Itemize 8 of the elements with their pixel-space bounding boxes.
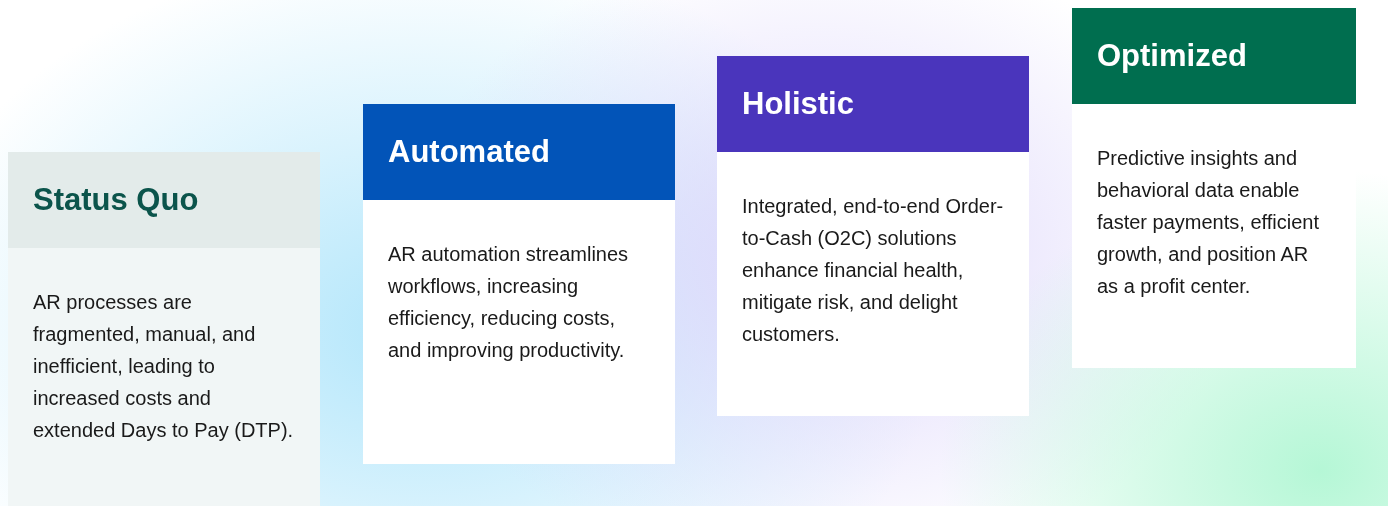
card-description: AR automation streamlines workflows, increasing efficiency, reducing costs, and improving productivity. [363, 200, 675, 464]
card-heading: Optimized [1072, 8, 1356, 104]
card-description: Integrated, end-to-end Order-to-Cash (O2C) solutions enhance financial health, mitigate risk, and delight customers. [717, 152, 1029, 416]
card-description: Predictive insights and behavioral data enable faster payments, efficient growth, and position AR as a profit center. [1072, 104, 1356, 368]
card-description: AR processes are fragmented, manual, and inefficient, leading to increased costs and extended Days to Pay (DTP). [8, 248, 320, 506]
card-heading: Automated [363, 104, 675, 200]
card-heading: Holistic [717, 56, 1029, 152]
card-heading: Status Quo [8, 152, 320, 248]
